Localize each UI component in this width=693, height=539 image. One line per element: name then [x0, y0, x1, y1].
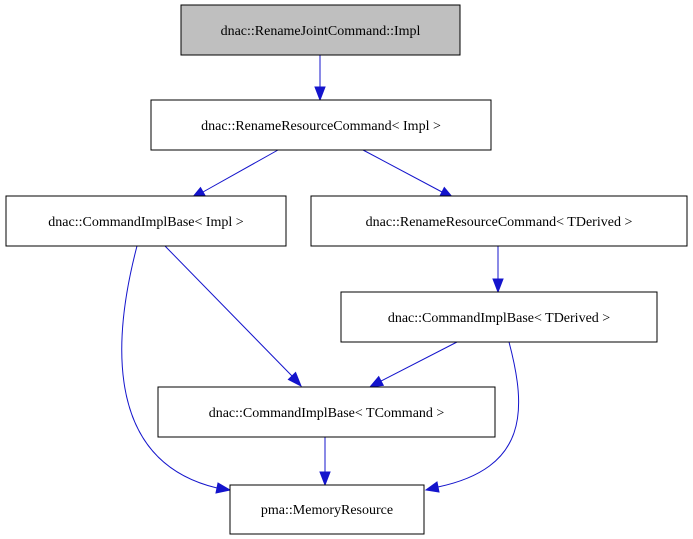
edge-base-tderived-to-base-tcommand — [368, 341, 458, 388]
node-label: dnac::CommandImplBase< TCommand > — [209, 406, 445, 421]
node-command-impl-base-tderived[interactable]: dnac::CommandImplBase< TDerived > — [340, 291, 658, 343]
edge-joint-impl-to-rename-impl — [314, 55, 326, 102]
node-rename-joint-impl[interactable]: dnac::RenameJointCommand::Impl — [180, 4, 461, 56]
edges — [121, 55, 520, 494]
node-command-impl-base-tcommand[interactable]: dnac::CommandImplBase< TCommand > — [157, 386, 496, 438]
edge-base-tderived-to-memory-resource — [424, 341, 520, 493]
node-command-impl-base-impl[interactable]: dnac::CommandImplBase< Impl > — [5, 195, 287, 247]
edge-rename-tderived-to-base-tderived — [492, 246, 504, 294]
edge-rename-impl-to-base-impl — [190, 149, 279, 199]
node-label: dnac::CommandImplBase< Impl > — [48, 215, 244, 230]
node-label: dnac::RenameJointCommand::Impl — [221, 24, 421, 39]
node-rename-resource-impl[interactable]: dnac::RenameResourceCommand< Impl > — [150, 99, 492, 151]
node-rename-resource-tderived[interactable]: dnac::RenameResourceCommand< TDerived > — [310, 195, 688, 247]
node-label: pma::MemoryResource — [261, 503, 393, 518]
edge-base-impl-to-base-tcommand — [164, 245, 302, 388]
node-memory-resource[interactable]: pma::MemoryResource — [229, 484, 425, 535]
edge-base-tcommand-to-memory-resource — [319, 437, 331, 487]
node-label: dnac::RenameResourceCommand< Impl > — [201, 119, 441, 134]
node-label: dnac::CommandImplBase< TDerived > — [388, 311, 610, 326]
node-label: dnac::RenameResourceCommand< TDerived > — [366, 215, 633, 230]
edge-rename-impl-to-rename-tderived — [362, 149, 455, 199]
edge-base-impl-to-memory-resource — [121, 245, 232, 494]
